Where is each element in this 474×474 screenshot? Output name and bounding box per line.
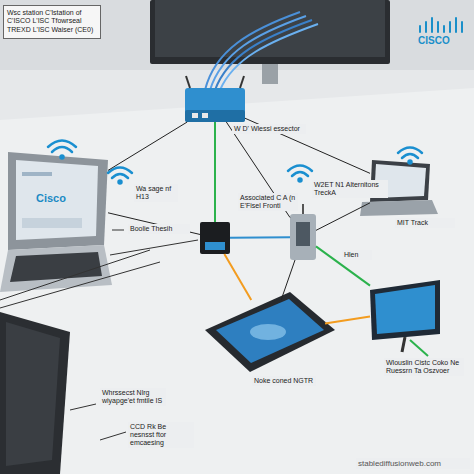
note-label: Wa sage nf H13: [134, 184, 178, 202]
network-link: [281, 260, 295, 300]
network-link: [316, 203, 370, 231]
node-label: Associated C A (n E'Fisel Fronti: [238, 193, 298, 211]
network-link: [214, 122, 216, 222]
node-label: Cisco: [36, 192, 86, 205]
device-node: MIT Track: [370, 160, 432, 214]
note-label: Hlen: [342, 250, 372, 260]
note-label: CCD Rk Be nesnsst ftor emcaesing: [128, 422, 194, 448]
device-node: W D' Wlessi essector: [185, 88, 245, 122]
network-link: [230, 236, 290, 239]
node-label: Wsc station C'lstation of C'ISCO L'ISC T…: [7, 9, 97, 34]
node-label: Noke coned NGTR: [252, 376, 316, 386]
device-node: W2ET N1 Alternitons TreckA: [290, 214, 316, 260]
note-label: CISCO: [418, 35, 470, 47]
network-link: [224, 254, 251, 300]
node-label: MIT Track: [395, 218, 455, 228]
note-label: Boolie Thesih: [128, 224, 190, 234]
watermark: stablediffusionweb.com: [356, 458, 470, 469]
note-label: Whrssecst Nlrg wiyapge'et fmtile IS: [100, 388, 166, 406]
device-node: Wlouslin Cistc Coko Ne Ruessrn Ta Oszvoe…: [370, 282, 440, 340]
info-box: Wsc station C'lstation of C'ISCO L'ISC T…: [3, 5, 101, 39]
network-link: [108, 122, 187, 170]
node-label: W D' Wlessi essector: [232, 124, 306, 134]
node-label: W2ET N1 Alternitons TreckA: [312, 180, 388, 198]
device-node: Cisco: [8, 152, 108, 250]
node-label: Wlouslin Cistc Coko Ne Ruessrn Ta Oszvoe…: [384, 358, 464, 376]
device-node: Noke coned NGTR: [215, 300, 325, 364]
network-link: [325, 316, 370, 323]
network-link: [108, 213, 200, 235]
device-node: Associated C A (n E'Fisel Fronti: [200, 222, 230, 254]
